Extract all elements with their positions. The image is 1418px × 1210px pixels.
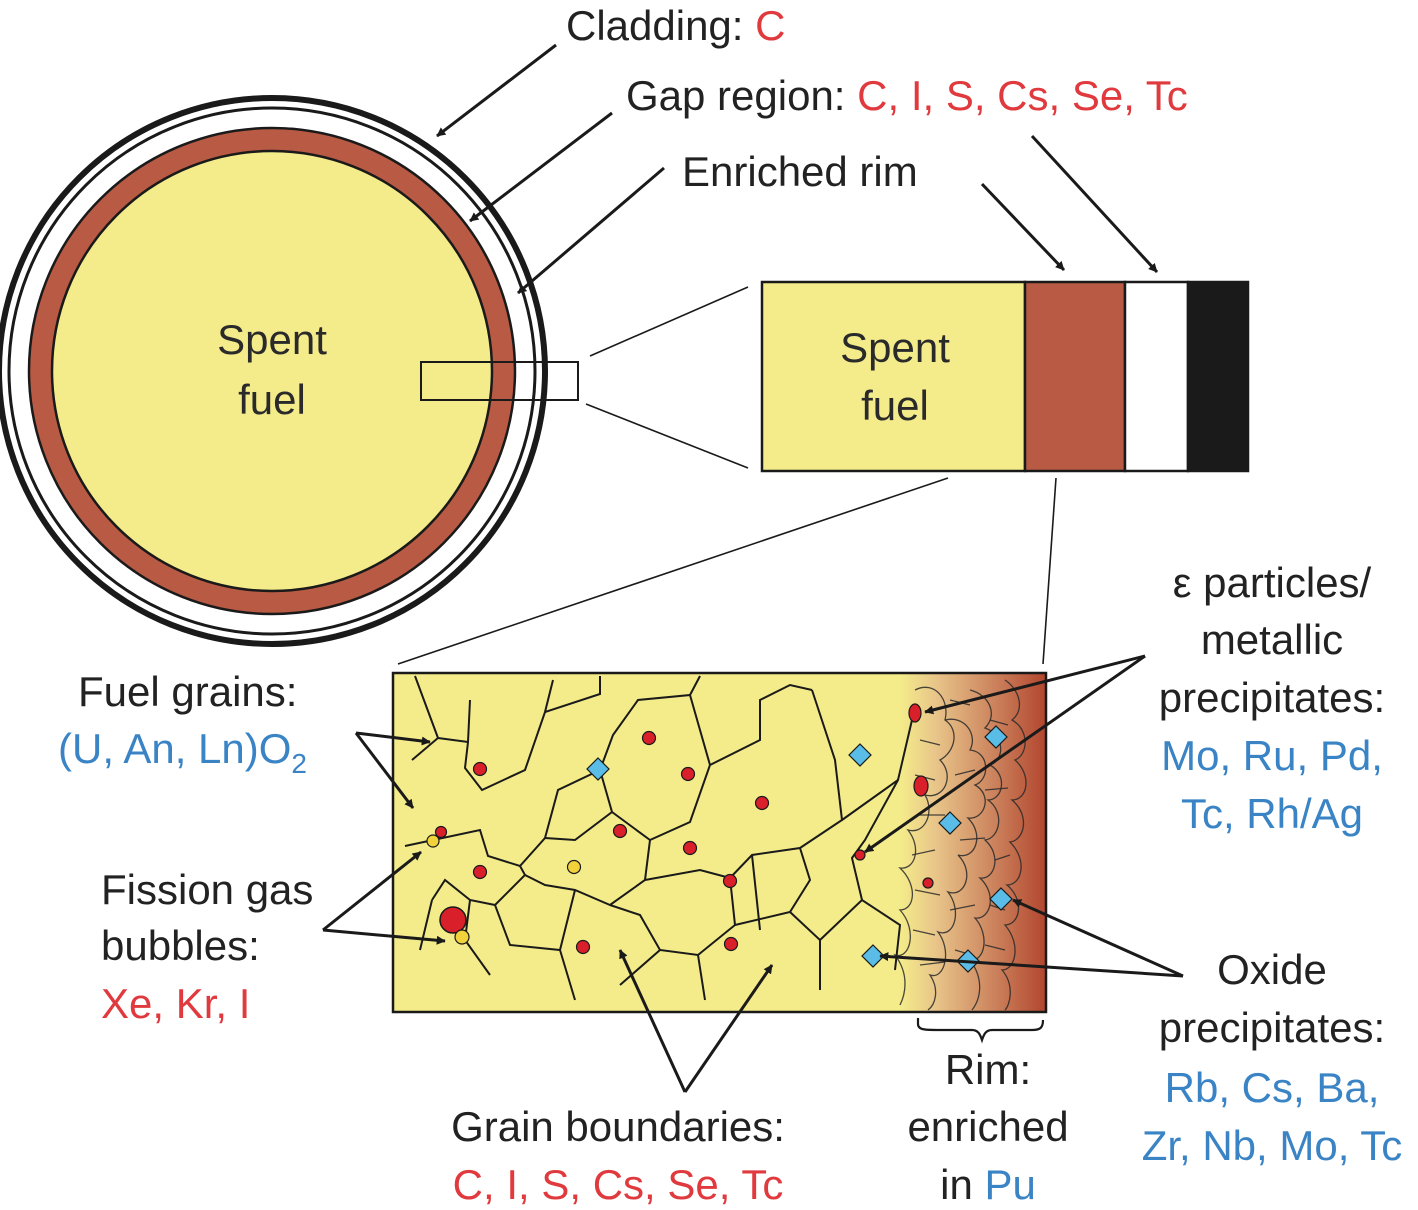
grain-boundaries: [404, 675, 913, 1001]
gap-region-prefix: Gap region:: [626, 72, 857, 119]
rim-pu-prefix: in: [940, 1161, 984, 1208]
pellet-label-line2: fuel: [238, 376, 306, 423]
arrow-fuel-grains-2: [354, 732, 415, 809]
rim-pu-line2: enriched: [907, 1103, 1068, 1150]
arrow-enriched-rim-pellet: [517, 166, 665, 295]
fuel-pellet: Spent fuel: [0, 95, 579, 647]
fuel-grains-formula: (U, An, Ln)O2: [58, 725, 307, 779]
oxide-line2: precipitates:: [1159, 1004, 1385, 1051]
micro-line-right: [1042, 477, 1057, 665]
fission-gas-elements: Xe, Kr, I: [101, 980, 250, 1027]
fuel-grains-title: Fuel grains:: [78, 668, 297, 715]
epsilon-line3: precipitates:: [1159, 674, 1385, 721]
zoom-rim-band: [1023, 280, 1127, 473]
epsilon-line2: metallic: [1201, 616, 1343, 663]
zoom-line-bottom: [585, 403, 749, 469]
arrow-gap-pellet: [469, 111, 613, 223]
gap-region-elements: C, I, S, Cs, Se, Tc: [857, 72, 1188, 119]
zoom-window: [420, 361, 579, 401]
arrow-oxide-2: [879, 952, 1184, 978]
arrow-fission-gas-2: [322, 928, 446, 945]
fission-gas-line1: Fission gas: [101, 866, 313, 913]
oxide-line1: Oxide: [1217, 946, 1327, 993]
rim-bracket: [916, 1018, 1045, 1044]
zoom-label-line1: Spent: [840, 324, 950, 371]
gas-bubble: [434, 825, 448, 839]
arrow-epsilon-1: [924, 654, 1146, 715]
cladding-label: Cladding: C: [566, 2, 785, 49]
fuel-grains-formula-subscript: 2: [291, 748, 307, 779]
enriched-rim-label: Enriched rim: [682, 148, 918, 195]
rim-pu-line1: Rim:: [945, 1046, 1031, 1093]
zoom-fuel-band: [760, 280, 1027, 473]
zoom-gap-band: [1123, 280, 1190, 473]
zoom-label-line2: fuel: [861, 382, 929, 429]
grain-boundaries-elements: C, I, S, Cs, Se, Tc: [453, 1161, 784, 1208]
red-particles: [472, 703, 934, 955]
arrow-gap-strip: [1030, 134, 1159, 274]
spent-fuel-core: [50, 149, 494, 593]
rim-pu-line3: in Pu: [940, 1161, 1036, 1208]
epsilon-elements-1: Mo, Ru, Pd,: [1161, 732, 1383, 779]
arrow-epsilon-2: [864, 654, 1146, 854]
zoom-line-top: [589, 286, 749, 357]
arrow-cladding: [436, 43, 557, 138]
epsilon-line1: ε particles/: [1173, 559, 1372, 606]
fuel-grains-formula-main: (U, An, Ln)O: [58, 725, 291, 772]
arrow-enriched-rim-strip: [980, 182, 1066, 272]
zoom-strip: Spent fuel: [760, 280, 1250, 473]
zoom-cladding-band: [1186, 280, 1250, 473]
epsilon-elements-2: Tc, Rh/Ag: [1181, 790, 1363, 837]
annotation-arrows: [322, 43, 1184, 1093]
gas-bubble-yellow: [566, 859, 582, 875]
fission-gas-line2: bubbles:: [101, 922, 260, 969]
grain-boundaries-title: Grain boundaries:: [451, 1103, 785, 1150]
cladding-label-prefix: Cladding:: [566, 2, 755, 49]
arrow-grain-boundary-2: [683, 964, 774, 1093]
arrow-oxide-1: [1012, 898, 1184, 978]
arrow-fission-gas-1: [322, 850, 422, 932]
blue-particles: [586, 725, 1013, 973]
arrow-fuel-grains-1: [355, 731, 431, 746]
cladding-elements: C: [755, 2, 785, 49]
rim-pu-element: Pu: [984, 1161, 1035, 1208]
gap-region-label: Gap region: C, I, S, Cs, Se, Tc: [626, 72, 1188, 119]
gas-bubble-yellow: [426, 834, 440, 848]
gas-bubble: [439, 906, 467, 934]
oxide-elements-1: Rb, Cs, Ba,: [1165, 1064, 1380, 1111]
arrow-grain-boundary-1: [618, 949, 687, 1093]
pellet-label-line1: Spent: [217, 316, 327, 363]
micro-line-left: [397, 477, 949, 665]
microstructure-border: [391, 671, 1048, 1014]
oxide-elements-2: Zr, Nb, Mo, Tc: [1142, 1122, 1403, 1169]
microstructure-panel: [391, 671, 1048, 1014]
gas-bubble-yellow: [454, 929, 470, 945]
